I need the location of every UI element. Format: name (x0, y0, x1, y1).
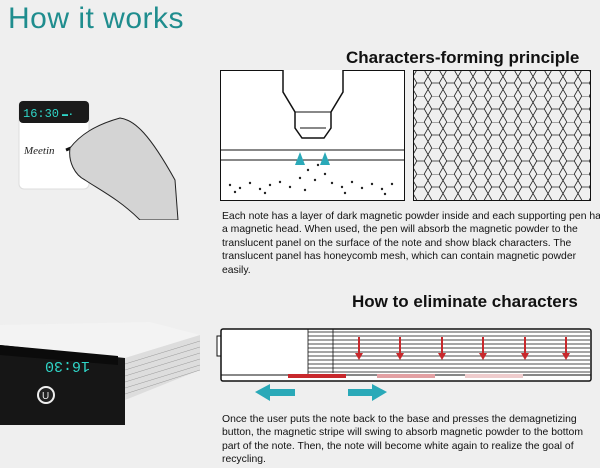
base-device-illustration: 16:30 U (0, 322, 201, 425)
demagnetize-button[interactable] (37, 386, 55, 404)
eliminate-description: Once the user puts the note back to the … (222, 414, 583, 466)
forming-description: Each note has a layer of dark magnetic p… (222, 211, 600, 276)
base-clock: 16:30 (45, 357, 90, 374)
arrow-left-icon (255, 384, 295, 401)
note-clock: 16:30 (23, 107, 59, 121)
pen-tip-diagram (220, 70, 405, 201)
svg-text:▬ ▪: ▬ ▪ (62, 112, 72, 118)
section-heading-forming: Characters-forming principle (346, 48, 580, 67)
note-handwriting: Meetin (23, 145, 55, 157)
honeycomb-mesh-diagram (413, 70, 591, 201)
section-heading-eliminate: How to eliminate characters (352, 292, 578, 311)
svg-text:U: U (42, 391, 49, 402)
note-writing-illustration: 16:30 ▬ ▪ Meetin (18, 100, 179, 220)
arrow-right-icon (348, 384, 387, 401)
page-title: How it works (8, 2, 185, 35)
eliminate-diagram (216, 328, 592, 401)
